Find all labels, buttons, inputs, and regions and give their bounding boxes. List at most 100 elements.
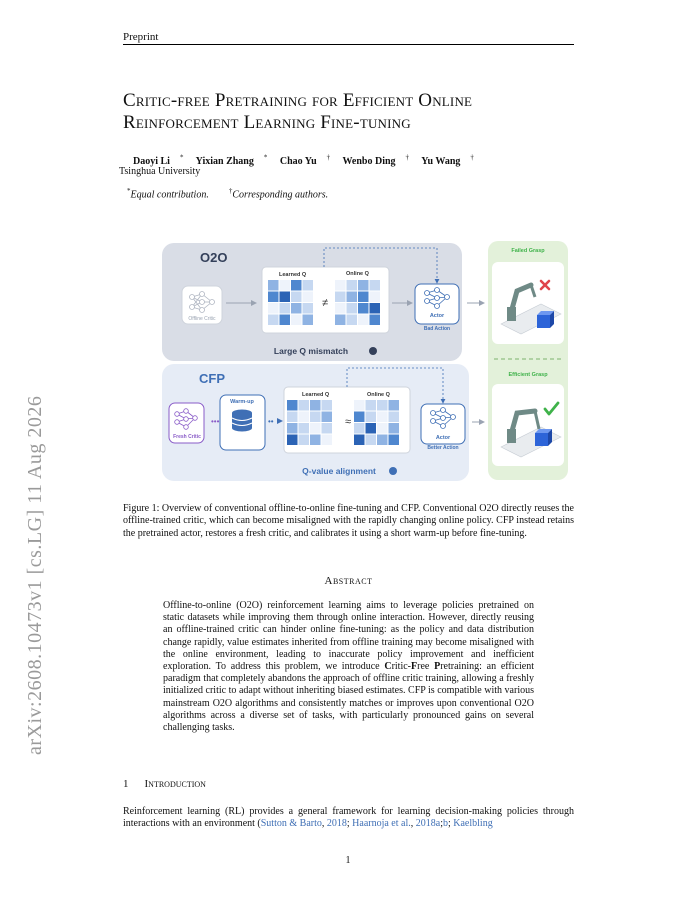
figure-caption: Figure 1: Overview of conventional offli… <box>123 503 574 539</box>
abstract-heading: Abstract <box>324 575 373 587</box>
heatmap-cell <box>291 280 302 291</box>
heatmap-cell <box>310 400 321 411</box>
arxiv-stamp: arXiv:2608.10473v1 [cs.LG] 11 Aug 2026 <box>24 325 46 755</box>
robot-arm-success-icon <box>500 408 562 458</box>
heatmap-cell <box>369 291 380 302</box>
heatmap-cell <box>377 434 388 445</box>
heatmap-cell <box>298 434 309 445</box>
heatmap-cell <box>354 400 365 411</box>
heatmap-cell <box>354 434 365 445</box>
heatmap-cell <box>388 400 399 411</box>
heatmap-cell <box>377 400 388 411</box>
heatmap-cell <box>358 291 369 302</box>
heatmap-cell <box>346 303 357 314</box>
citation-link[interactable]: Haarnoja et al. <box>352 818 411 830</box>
arxiv-id: arXiv:2608.10473v1 [cs.LG] 11 Aug 2026 <box>24 395 46 755</box>
alignment-icon <box>389 467 397 475</box>
heatmap-cell <box>377 423 388 434</box>
mismatch-icon <box>369 347 377 355</box>
o2o-actor-icon <box>424 287 450 309</box>
author-list: Daoyi Li* Yixian Zhang* Chao Yu† Wenbo D… <box>133 154 484 167</box>
heatmap-cell <box>321 434 332 445</box>
heatmap-cell <box>354 423 365 434</box>
heatmap-cell <box>321 400 332 411</box>
heatmap-cell <box>335 291 346 302</box>
author: Chao Yu† <box>279 154 331 168</box>
heatmap-cell <box>365 400 376 411</box>
author: Yu Wang† <box>421 154 474 168</box>
svg-text:••: •• <box>268 417 274 426</box>
o2o-actor-label: Actor <box>430 313 445 319</box>
author: Daoyi Li* <box>133 154 184 168</box>
heatmap-cell <box>358 303 369 314</box>
o2o-learned-q-label: Learned Q <box>279 272 307 278</box>
cfp-label: CFP <box>199 371 225 386</box>
heatmap-cell <box>279 314 290 325</box>
header-rule <box>123 44 574 45</box>
heatmap-cell <box>310 434 321 445</box>
heatmap-cell <box>369 280 380 291</box>
heatmap-cell <box>310 423 321 434</box>
heatmap-cell <box>298 411 309 422</box>
page-number: 1 <box>345 855 351 866</box>
heatmap-cell <box>302 303 313 314</box>
offline-critic-label: Offline Critic <box>188 316 216 322</box>
heatmap-cell <box>369 303 380 314</box>
failed-grasp-label: Failed Grasp <box>511 248 545 254</box>
heatmap-cell <box>354 411 365 422</box>
citation-link[interactable]: 2018a <box>415 818 441 830</box>
cfp-footer: Q-value alignment <box>302 466 376 476</box>
heatmap-cell <box>291 303 302 314</box>
heatmap-cell <box>321 423 332 434</box>
paper-title: Critic-free Pretraining for Efficient On… <box>123 90 473 133</box>
heatmap-cell <box>298 400 309 411</box>
heatmap-cell <box>302 314 313 325</box>
svg-text:•••: ••• <box>211 417 220 426</box>
o2o-label: O2O <box>200 250 227 265</box>
citation-link[interactable]: Sutton & Barto <box>260 818 322 830</box>
heatmap-cell <box>358 280 369 291</box>
heatmap-cell <box>335 303 346 314</box>
o2o-actor-note: Bad Action <box>424 326 450 332</box>
fresh-critic-icon <box>174 408 198 430</box>
heatmap-cell <box>346 291 357 302</box>
heatmap-cell <box>287 411 298 422</box>
heatmap-cell <box>302 280 313 291</box>
heatmap-cell <box>268 314 279 325</box>
warmup-label: Warm-up <box>230 399 254 405</box>
citation-link[interactable]: 2018 <box>326 818 347 830</box>
heatmap-cell <box>321 411 332 422</box>
database-icon <box>231 409 253 432</box>
heatmap-cell <box>298 423 309 434</box>
heatmap-cell <box>302 291 313 302</box>
abstract-body: Offline-to-online (O2O) reinforcement le… <box>163 600 534 734</box>
cfp-relation: ≈ <box>345 416 351 428</box>
heatmap-cell <box>291 291 302 302</box>
citation-link[interactable]: Kaelbling <box>453 818 493 830</box>
cross-icon <box>539 279 551 291</box>
efficient-grasp-label: Efficient Grasp <box>508 372 548 378</box>
heatmap-cell <box>335 314 346 325</box>
heatmap-cell <box>287 434 298 445</box>
heatmap-cell <box>377 411 388 422</box>
fresh-critic-label: Fresh Critic <box>173 434 201 440</box>
offline-critic-icon <box>189 291 215 313</box>
heatmap-cell <box>279 291 290 302</box>
heatmap-cell <box>388 423 399 434</box>
author-notes: *Equal contribution. †Corresponding auth… <box>127 187 329 201</box>
heatmap-cell <box>268 280 279 291</box>
o2o-learned-q-grid <box>268 280 313 325</box>
heatmap-cell <box>291 314 302 325</box>
cfp-actor-label: Actor <box>436 435 451 441</box>
o2o-footer: Large Q mismatch <box>274 346 348 356</box>
citation-link[interactable]: b <box>442 818 448 830</box>
heatmap-cell <box>365 411 376 422</box>
heatmap-cell <box>279 303 290 314</box>
heatmap-cell <box>346 280 357 291</box>
heatmap-cell <box>369 314 380 325</box>
author: Wenbo Ding† <box>342 154 410 168</box>
heatmap-cell <box>335 280 346 291</box>
heatmap-cell <box>268 291 279 302</box>
heatmap-cell <box>268 303 279 314</box>
overview-figure: O2O Offline Critic Learned Q Online Q ≠ … <box>162 241 568 481</box>
